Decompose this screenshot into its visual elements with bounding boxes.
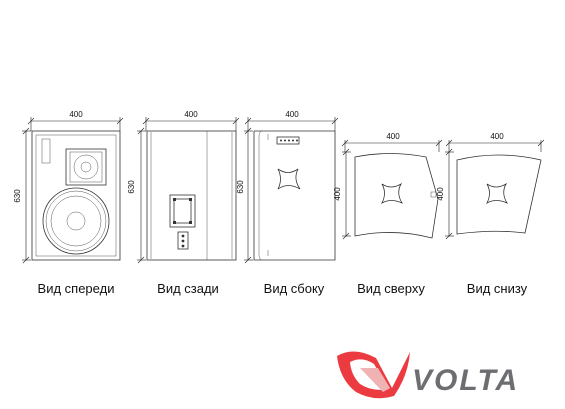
bottom-width-label: 400 — [490, 132, 504, 141]
side-width-label: 400 — [285, 110, 299, 119]
side-cabinet — [253, 130, 336, 261]
side-connector-strip — [276, 136, 300, 145]
bottom-height-label: 400 — [436, 187, 445, 201]
back-height-label: 630 — [127, 180, 136, 194]
front-height-dimension: 630 — [13, 127, 31, 264]
back-cabinet — [146, 130, 237, 261]
bottom-height-dimension: 400 — [436, 148, 454, 240]
top-width-label: 400 — [386, 132, 400, 141]
top-width-dimension: 400 — [341, 132, 443, 152]
front-grille-frame — [35, 134, 117, 257]
connector-plate — [177, 231, 189, 250]
bottom-width-dimension: 400 — [445, 132, 545, 152]
bottom-outline — [456, 154, 542, 235]
top-height-label: 400 — [333, 187, 342, 201]
front-cabinet — [31, 130, 121, 261]
caption-bottom: Вид снизу — [467, 281, 528, 296]
side-height-dimension: 630 — [236, 127, 253, 264]
side-width-dimension: 400 — [244, 110, 339, 131]
front-port — [41, 138, 51, 164]
caption-side: Вид сбоку — [264, 281, 325, 296]
volta-logo: VOLTA — [337, 351, 519, 399]
front-height-label: 630 — [13, 189, 22, 203]
bottom-handle — [486, 182, 509, 204]
top-handle — [381, 182, 404, 204]
caption-top: Вид сверху — [357, 281, 425, 296]
side-front-edge — [258, 130, 264, 261]
woofer — [42, 187, 110, 255]
front-view: 400 630 — [13, 110, 124, 264]
side-height-label: 630 — [236, 180, 245, 194]
back-handle — [169, 194, 196, 228]
caption-back: Вид сзади — [157, 281, 219, 296]
side-handle — [277, 168, 301, 190]
top-fitting — [430, 191, 437, 198]
front-width-dimension: 400 — [27, 110, 124, 131]
volta-wordmark: VOLTA — [412, 364, 519, 397]
horn-driver — [65, 148, 107, 186]
side-view: 400 630 — [236, 110, 339, 264]
back-width-dimension: 400 — [142, 110, 240, 131]
caption-front: Вид спереди — [38, 281, 115, 296]
back-view: 400 630 — [127, 110, 240, 264]
volta-v-mark — [337, 351, 410, 399]
top-view: 400 400 — [333, 132, 443, 240]
top-height-dimension: 400 — [333, 148, 351, 240]
top-outline — [354, 153, 439, 239]
bottom-view: 400 400 — [436, 132, 545, 240]
back-width-label: 400 — [184, 110, 198, 119]
front-width-label: 400 — [69, 110, 83, 119]
back-height-dimension: 630 — [127, 127, 146, 264]
